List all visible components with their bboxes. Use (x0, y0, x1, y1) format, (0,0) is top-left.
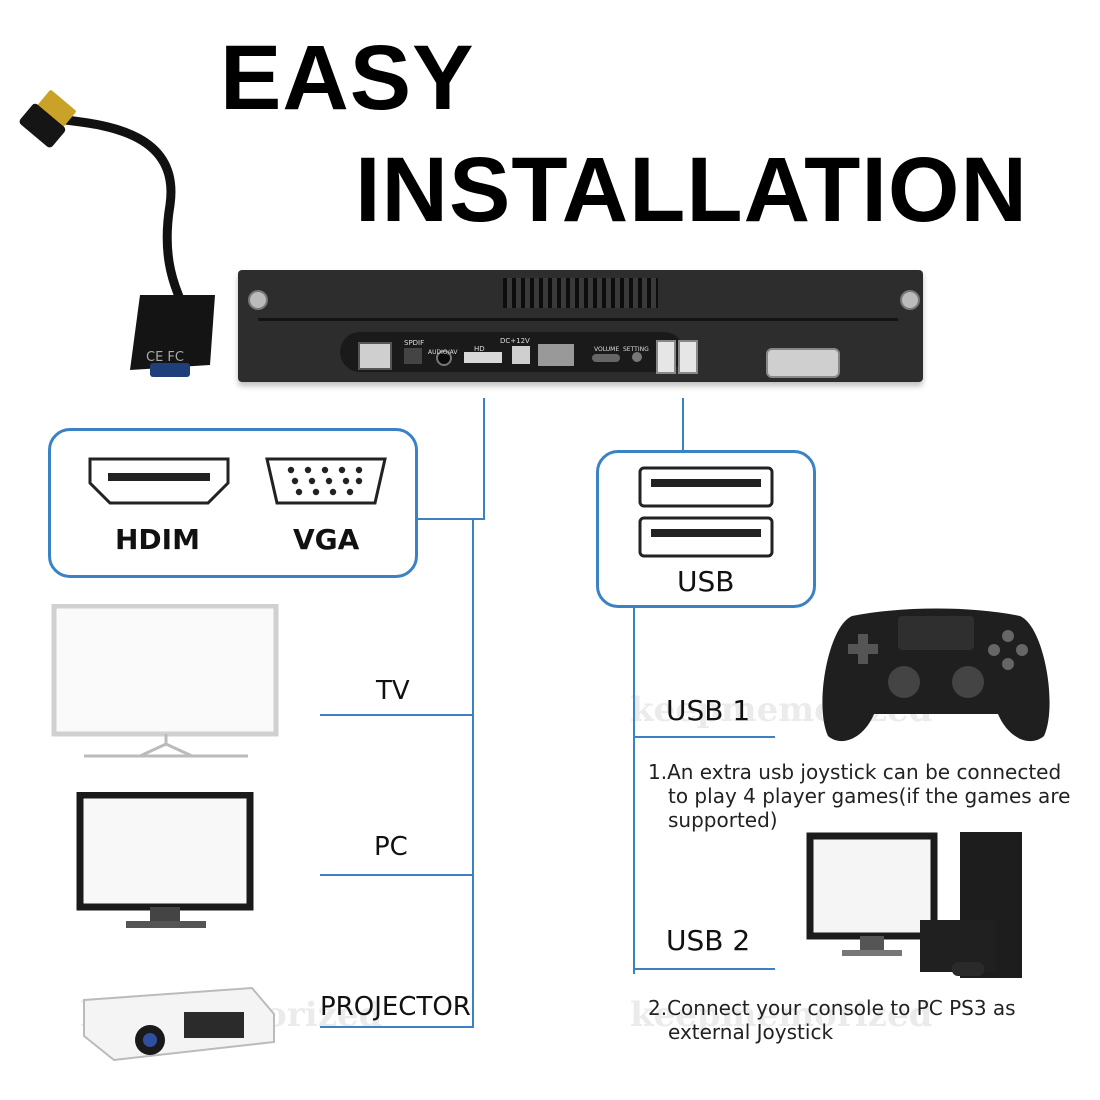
video-output-box: HDIM VGA (48, 428, 418, 578)
panel-slot (258, 318, 898, 321)
volume-label: VOLUME (594, 346, 620, 353)
db15-connector-icon (766, 348, 840, 378)
watermark-text: keepmemorized (630, 995, 933, 1035)
usb-port-icon (638, 516, 774, 558)
usb1-note: 1.An extra usb joystick can be connected… (648, 760, 1088, 832)
usb-port-icon (638, 466, 774, 508)
usb-output-box: USB (596, 450, 816, 608)
hdmi-port-icon (464, 352, 502, 363)
usb2-note-line2: external Joystick (668, 1020, 834, 1044)
vga-port-icon (265, 457, 387, 505)
usb-label: USB (677, 565, 735, 598)
port-strip (340, 332, 684, 372)
audio-label: AUDIO/AV (428, 349, 458, 356)
connector-line (483, 398, 485, 520)
projector-image (83, 986, 275, 1062)
dc-port-icon (512, 346, 530, 364)
title-installation: INSTALLATION (355, 139, 1028, 241)
connector-line (320, 714, 474, 716)
output-projector-label: PROJECTOR (320, 992, 471, 1022)
tv-image (51, 604, 279, 758)
audio-port-icon (436, 350, 452, 366)
dc-label: DC+12V (500, 337, 530, 345)
ce-fc-marking: CE FC (146, 350, 184, 365)
setting-label: SETTING (623, 346, 649, 353)
connector-line (415, 518, 485, 520)
usb1-label: USB 1 (666, 694, 751, 727)
arcade-box-device: SPDIF AUDIO/AV HD DC+12V VOLUME SETTING (238, 270, 923, 382)
usb1-note-line1: 1.An extra usb joystick can be connected (648, 760, 1062, 784)
title-easy: EASY (220, 27, 475, 129)
usb2-note-line1: 2.Connect your console to PC PS3 as (648, 996, 1016, 1020)
power-switch-icon (538, 344, 574, 366)
screw-icon (248, 290, 268, 310)
connector-line (682, 398, 684, 450)
connector-line (633, 968, 775, 970)
connector-line (472, 518, 474, 1028)
vent-grille (503, 278, 658, 308)
usb-port-icon (678, 340, 698, 374)
usb1-note-line3: supported) (668, 808, 778, 832)
usb2-note: 2.Connect your console to PC PS3 as exte… (648, 996, 1088, 1044)
usb2-label: USB 2 (666, 924, 751, 957)
output-tv-label: TV (376, 676, 410, 706)
pc-monitor-image (76, 792, 254, 928)
connector-line (633, 604, 635, 974)
connector-line (320, 1026, 474, 1028)
spdif-port-icon (404, 348, 422, 364)
ethernet-port-icon (358, 342, 392, 370)
vga-label: VGA (293, 523, 360, 556)
spdif-label: SPDIF (404, 339, 425, 347)
screw-icon (900, 290, 920, 310)
pc-console-image (806, 832, 1022, 978)
volume-knob-icon (592, 354, 620, 362)
connector-line (320, 874, 474, 876)
hdmi-label: HDIM (115, 523, 200, 556)
hdmi-vga-adapter-image: CE FC (19, 90, 215, 377)
usb-port-icon (656, 340, 676, 374)
usb1-note-line2: to play 4 player games(if the games are (668, 784, 1071, 808)
connector-line (633, 736, 775, 738)
hdmi-port-icon (88, 457, 230, 505)
setting-button-icon (632, 352, 642, 362)
hd-label: HD (474, 345, 485, 353)
output-pc-label: PC (374, 832, 408, 862)
gamepad-image (822, 608, 1050, 742)
